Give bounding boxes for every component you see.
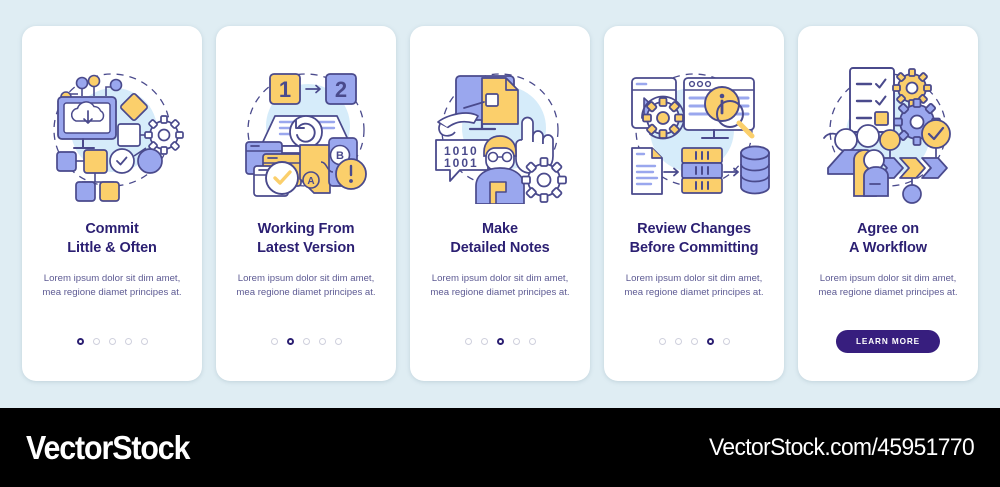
learn-more-button[interactable]: LEARN MORE [835,330,941,353]
watermark-footer: VectorStock VectorStock.com/45951770 [0,408,1000,487]
pagination-dot-4[interactable] [512,338,520,345]
vectorstock-logo: VectorStock [26,428,190,466]
screen-title: Agree on A Workflow [849,220,927,258]
card-b-label: B [336,150,344,162]
cloud-download-workflow-illustration [36,56,188,204]
step-from-label: 1 [279,77,291,102]
developer-notes-illustration: 1010 1001 [424,56,576,204]
screen-title: Commit Little & Often [67,220,157,258]
screen-body-text: Lorem ipsum dolor sit dim amet, mea regi… [42,273,182,299]
pagination-dot-4[interactable] [706,338,714,345]
vectorstock-url: VectorStock.com/45951770 [708,433,975,461]
screen-title: Working From Latest Version [257,220,355,258]
workflow-agreement-illustration [812,56,964,204]
pagination-dots[interactable] [604,338,784,345]
pagination-dots[interactable] [410,338,590,345]
pagination-dot-5[interactable] [140,338,148,345]
step-to-label: 2 [335,77,347,102]
onboarding-screen-working-from-latest-version[interactable]: 1 2 [216,26,396,381]
pagination-dots[interactable] [22,338,202,345]
pagination-dots[interactable] [216,338,396,345]
pagination-dot-4[interactable] [124,338,132,345]
pagination-dot-1[interactable] [270,338,278,345]
onboarding-screen-commit-little-often[interactable]: Commit Little & Often Lorem ipsum dolor … [22,26,202,381]
title-line-1: Commit [85,221,139,237]
pagination-dot-1[interactable] [76,338,84,345]
pagination-dot-3[interactable] [496,338,504,345]
pagination-dot-3[interactable] [108,338,116,345]
pagination-dot-2[interactable] [92,338,100,345]
pagination-dot-3[interactable] [690,338,698,345]
pagination-dot-5[interactable] [528,338,536,345]
pagination-dot-2[interactable] [286,338,294,345]
pagination-dot-4[interactable] [318,338,326,345]
screen-body-text: Lorem ipsum dolor sit dim amet, mea regi… [430,273,570,299]
title-line-1: Make [482,221,518,237]
pagination-dot-1[interactable] [658,338,666,345]
pagination-dot-2[interactable] [674,338,682,345]
phone-screens-row: Commit Little & Often Lorem ipsum dolor … [22,26,978,381]
title-line-2: A Workflow [849,240,927,257]
pagination-dot-1[interactable] [464,338,472,345]
screen-body-text: Lorem ipsum dolor sit dim amet, mea regi… [818,273,958,299]
title-line-2: Detailed Notes [450,240,550,257]
review-changes-database-illustration [618,56,770,204]
binary-line-1: 1010 [444,144,479,158]
screen-title: Review Changes Before Committing [630,220,759,258]
title-line-1: Working From [257,221,355,237]
title-line-1: Review Changes [637,221,751,237]
title-line-2: Little & Often [67,240,157,257]
pagination-dot-5[interactable] [334,338,342,345]
title-line-2: Before Committing [629,240,759,257]
screen-body-text: Lorem ipsum dolor sit dim amet, mea regi… [624,273,764,299]
onboarding-screen-make-detailed-notes[interactable]: 1010 1001 [410,26,590,381]
pagination-dot-2[interactable] [480,338,488,345]
onboarding-screen-review-changes-before-committing[interactable]: Review Changes Before Committing Lorem i… [604,26,784,381]
pagination-dot-5[interactable] [722,338,730,345]
card-a-label: A [307,176,314,187]
screen-body-text: Lorem ipsum dolor sit dim amet, mea regi… [236,273,376,299]
binary-line-2: 1001 [444,156,479,170]
title-line-1: Agree on [856,221,920,237]
pagination-dot-3[interactable] [302,338,310,345]
version-update-illustration: 1 2 [230,56,382,204]
screen-title: Make Detailed Notes [450,220,549,258]
onboarding-screen-agree-on-a-workflow[interactable]: Agree on A Workflow Lorem ipsum dolor si… [798,26,978,381]
title-line-2: Latest Version [257,240,355,257]
